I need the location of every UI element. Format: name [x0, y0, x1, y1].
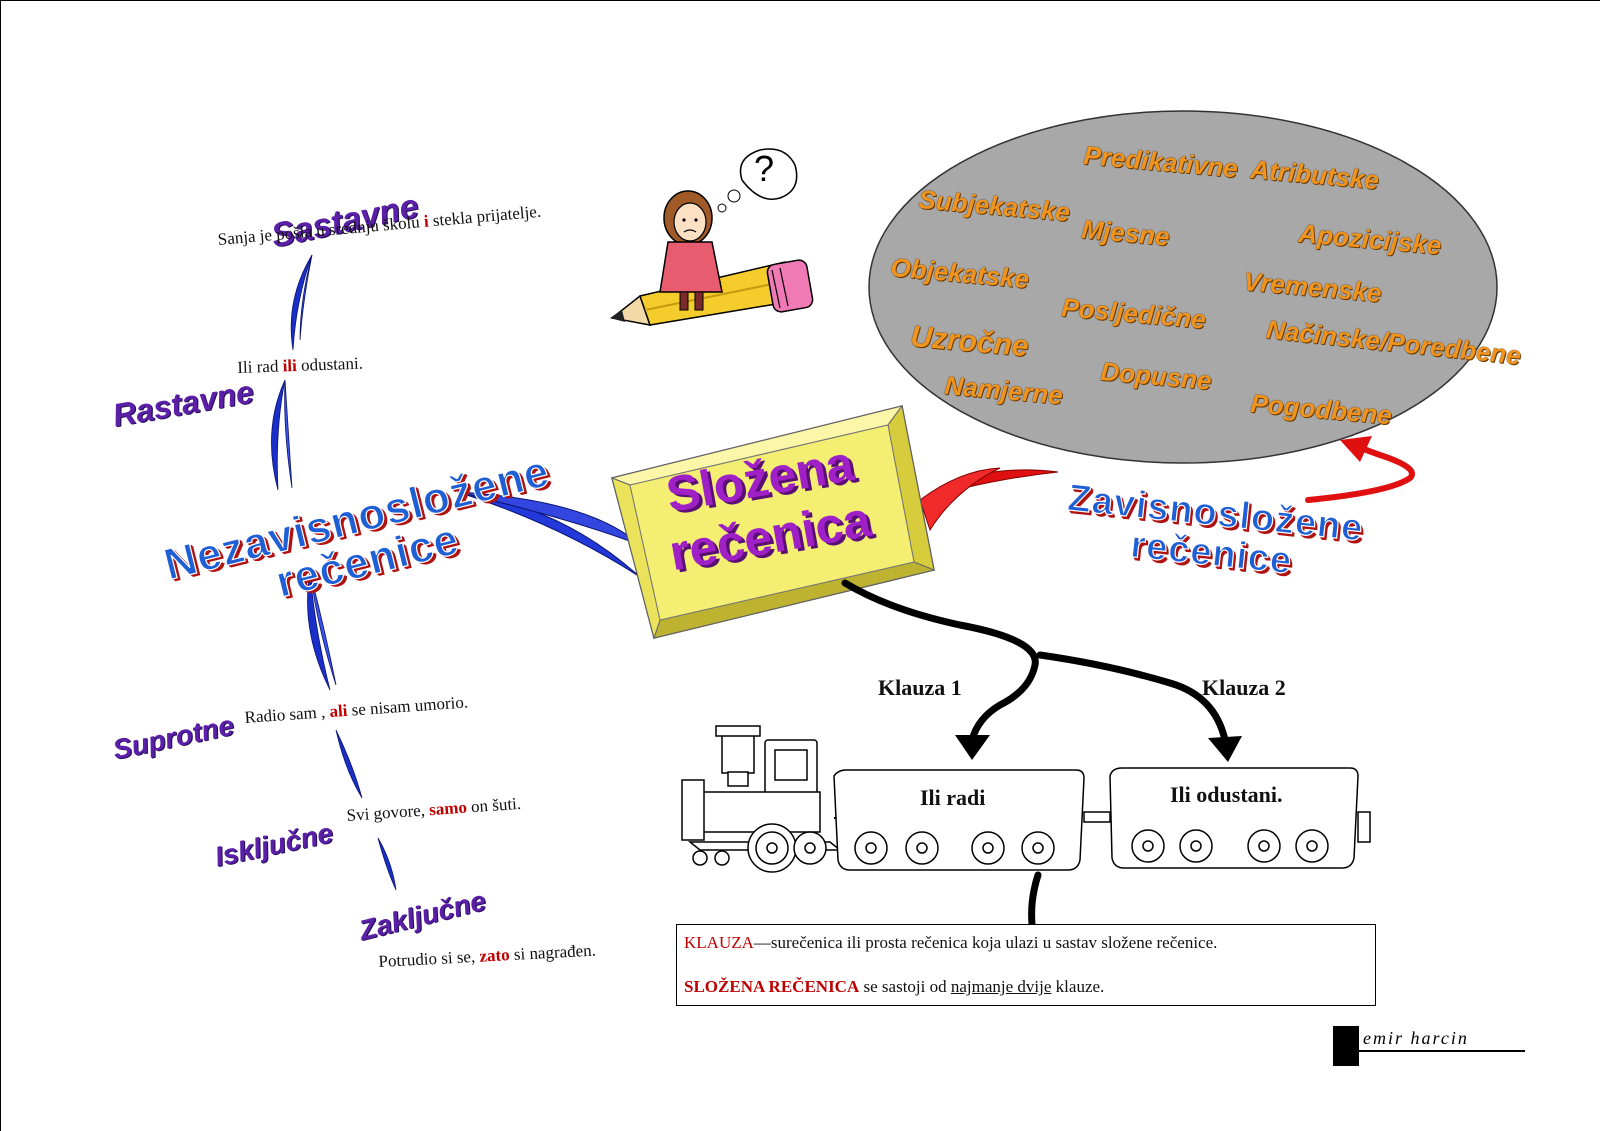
- signature-square: [1333, 1026, 1359, 1066]
- signature-underline: [1359, 1050, 1525, 1052]
- left-branch-chain: [271, 254, 397, 891]
- clause2-label: Klauza 2: [1202, 675, 1286, 700]
- wagon1-text: Ili radi: [920, 785, 986, 810]
- right-branch-connector: [919, 467, 1059, 532]
- train-icon: [681, 725, 1371, 873]
- central-box: [610, 404, 936, 640]
- wagon2-text: Ili odustani.: [1170, 782, 1283, 807]
- clause1-arrow-icon: [955, 735, 990, 760]
- red-arrow-icon: [1305, 436, 1415, 503]
- girl-on-pencil-icon: [610, 148, 814, 326]
- definition-slozena: SLOŽENA REČENICA se sastoji od najmanje …: [684, 977, 1105, 996]
- clause2-arrow-icon: [1208, 736, 1242, 762]
- definition-box: KLAUZA—surečenica ili prosta rečenica ko…: [676, 924, 1376, 1006]
- signature-text: emir harcin: [1363, 1028, 1469, 1048]
- definition-klauza: KLAUZA—surečenica ili prosta rečenica ko…: [684, 933, 1218, 952]
- question-mark-icon: ?: [754, 148, 775, 189]
- dependent-types-bubble: [868, 110, 1498, 464]
- clause-connectors: [841, 579, 1229, 928]
- clause1-label: Klauza 1: [878, 675, 962, 700]
